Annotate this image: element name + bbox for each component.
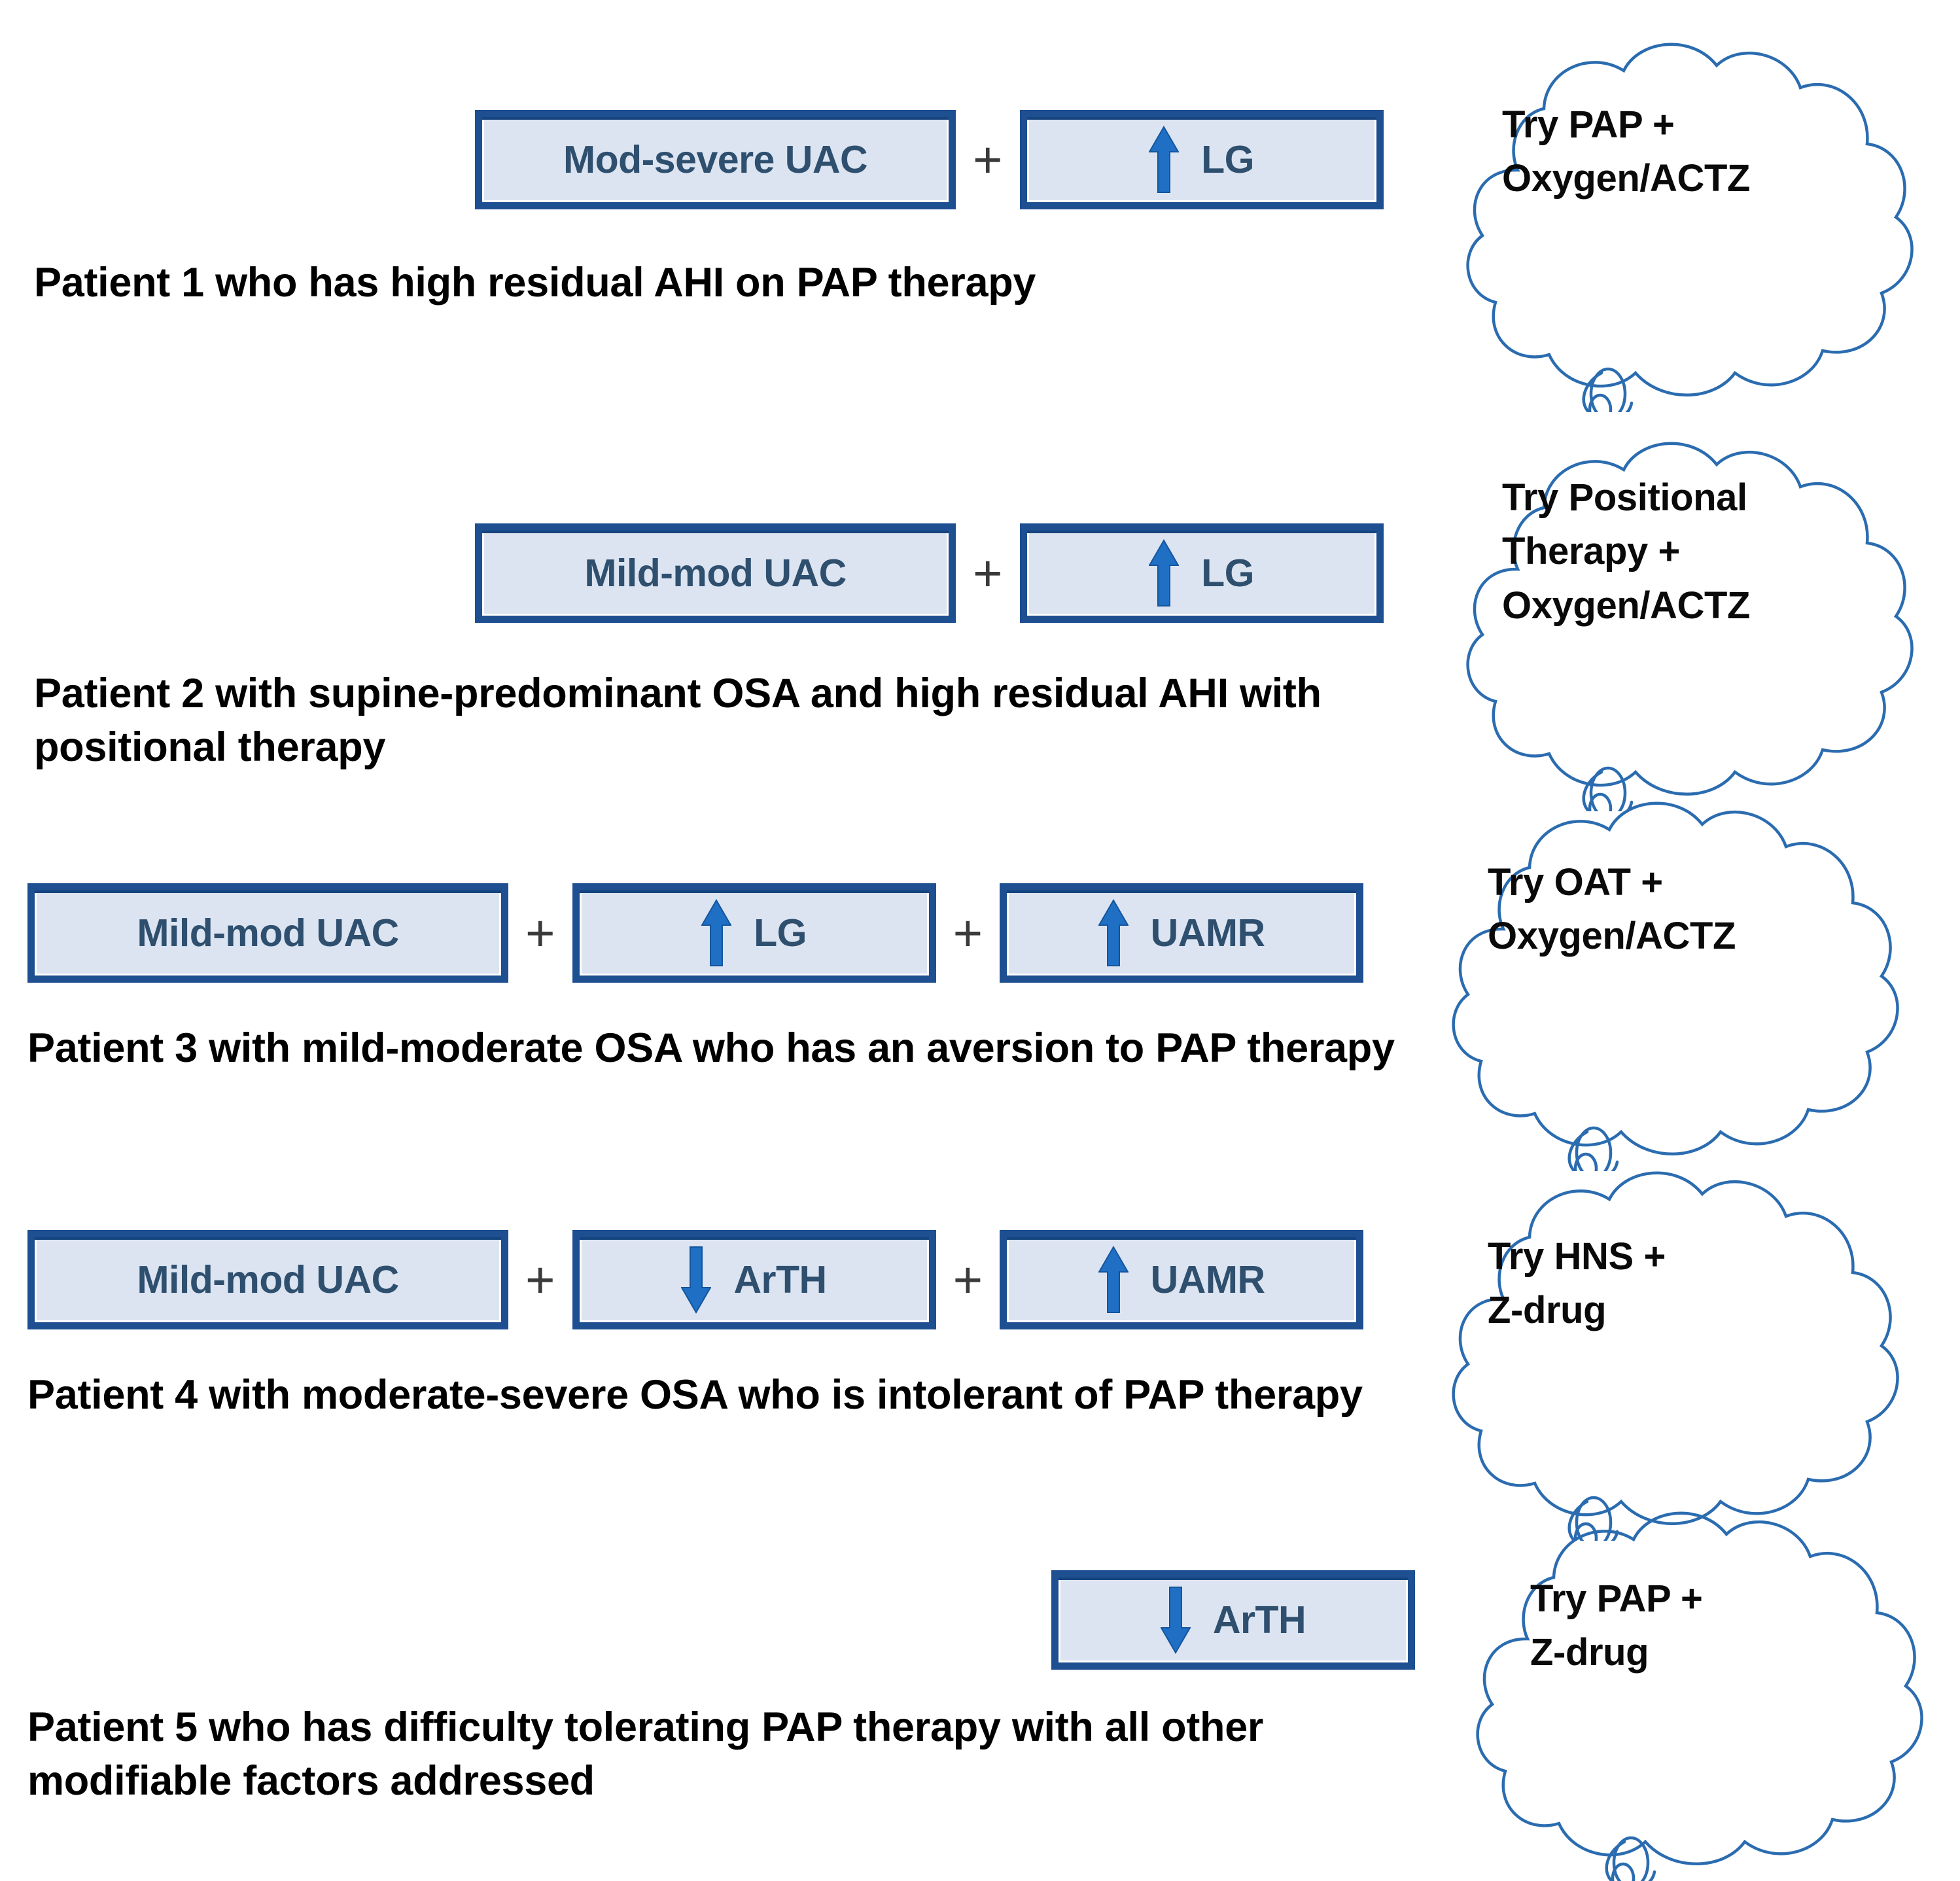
caption-patient-1: Patient 1 who has high residual AHI on P… [34, 260, 1036, 306]
factor-label: LG [754, 911, 807, 955]
factor-label: UAMR [1150, 1258, 1265, 1301]
plus-separator: + [973, 131, 1003, 188]
plus-separator: + [953, 1251, 983, 1309]
factor-label: ArTH [733, 1258, 827, 1301]
arrow-down-icon [681, 1246, 712, 1314]
factor-box-uac[interactable]: Mild-mod UAC [475, 523, 956, 623]
arrow-up-icon [1149, 126, 1180, 193]
factor-box-lg[interactable]: LG [1019, 110, 1384, 209]
factor-label: Mod-severe UAC [563, 138, 868, 181]
factor-box-lg[interactable]: LG [572, 883, 936, 983]
plus-separator: + [525, 904, 555, 962]
thought-bubble-4: Try HNS + Z-drug [1425, 1148, 1942, 1541]
factor-label: Mild-mod UAC [137, 1258, 399, 1301]
factor-box-arth[interactable]: ArTH [572, 1230, 936, 1329]
factor-strip-patient-5: ArTH [1051, 1570, 1415, 1670]
thought-bubble-2: Try Positional Therapy + Oxygen/ACTZ [1439, 419, 1956, 811]
thought-bubble-1: Try PAP + Oxygen/ACTZ [1439, 20, 1956, 412]
factor-box-lg[interactable]: LG [1019, 523, 1384, 623]
factor-box-arth[interactable]: ArTH [1051, 1570, 1415, 1670]
factor-label: UAMR [1150, 911, 1265, 955]
factor-label: Mild-mod UAC [137, 911, 399, 955]
factor-box-uac[interactable]: Mod-severe UAC [475, 110, 956, 209]
factor-box-uac[interactable]: Mild-mod UAC [27, 1230, 508, 1329]
caption-patient-4: Patient 4 with moderate-severe OSA who i… [27, 1372, 1363, 1418]
factor-strip-patient-3: Mild-mod UAC + LG + UAMR [27, 883, 1364, 983]
arrow-up-icon [1149, 539, 1180, 606]
thought-bubble-5: Try PAP + Z-drug [1449, 1488, 1960, 1881]
caption-patient-3: Patient 3 with mild-moderate OSA who has… [27, 1025, 1395, 1071]
caption-patient-2: Patient 2 with supine-predominant OSA an… [34, 671, 1321, 770]
factor-label: ArTH [1212, 1598, 1306, 1642]
arrow-up-icon [1098, 1246, 1129, 1313]
plus-separator: + [973, 544, 1003, 602]
factor-box-uamr[interactable]: UAMR [1000, 883, 1364, 983]
factor-strip-patient-4: Mild-mod UAC + ArTH + UAMR [27, 1230, 1364, 1329]
factor-label: LG [1201, 138, 1255, 181]
factor-strip-patient-2: Mild-mod UAC + LG [475, 523, 1384, 623]
arrow-up-icon [1098, 899, 1129, 966]
factor-strip-patient-1: Mod-severe UAC + LG [475, 110, 1384, 209]
plus-separator: + [525, 1251, 555, 1309]
factor-label: LG [1201, 552, 1255, 595]
thought-bubble-3: Try OAT + Oxygen/ACTZ [1425, 779, 1942, 1171]
factor-box-uac[interactable]: Mild-mod UAC [27, 883, 508, 983]
factor-box-uamr[interactable]: UAMR [1000, 1230, 1364, 1329]
arrow-up-icon [701, 899, 732, 966]
factor-label: Mild-mod UAC [584, 552, 847, 595]
arrow-down-icon [1160, 1587, 1191, 1654]
plus-separator: + [953, 904, 983, 962]
caption-patient-5: Patient 5 who has difficulty tolerating … [27, 1704, 1264, 1804]
